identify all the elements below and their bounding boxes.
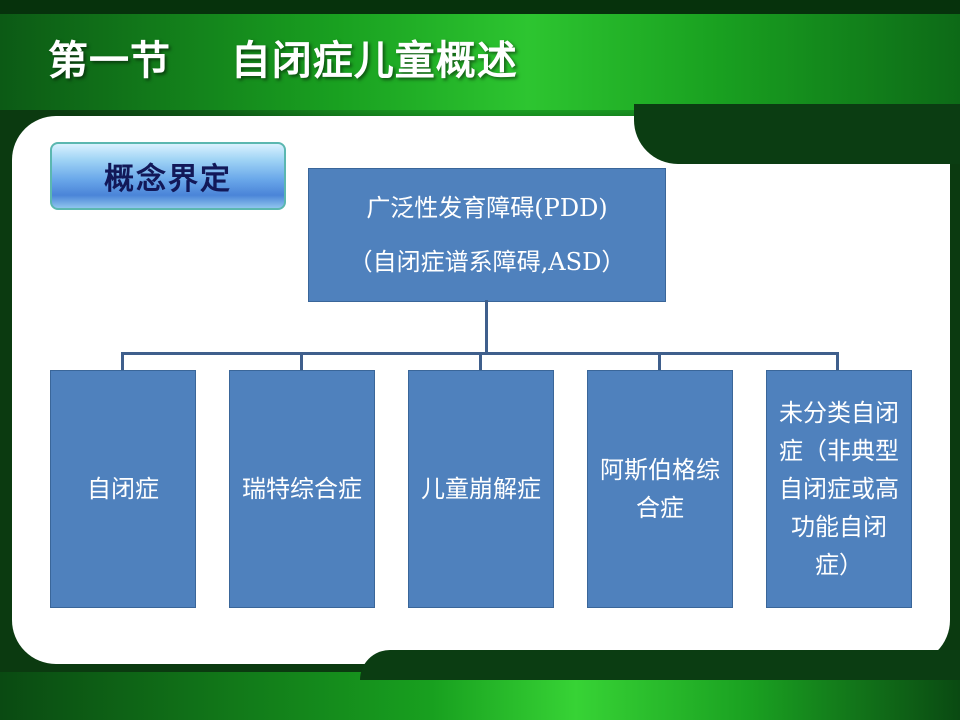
connector-child-2	[300, 352, 303, 370]
child-label: 阿斯伯格综合症	[600, 456, 720, 522]
section-label-text: 概念界定	[104, 162, 232, 197]
connector-child-3	[479, 352, 482, 370]
tree-root-node: 广泛性发育障碍(PDD) （自闭症谱系障碍,ASD）	[308, 168, 666, 302]
child-label: 儿童崩解症	[421, 475, 541, 503]
tree-child-cdd: 儿童崩解症	[408, 370, 554, 608]
title-band	[0, 14, 960, 110]
panel-notch	[634, 104, 960, 164]
root-line-1: 广泛性发育障碍(PDD)	[366, 194, 608, 222]
root-line-2: （自闭症谱系障碍,ASD）	[348, 248, 626, 276]
connector-child-4	[658, 352, 661, 370]
tree-child-pdd-nos: 未分类自闭症（非典型自闭症或高功能自闭症）	[766, 370, 912, 608]
tree-child-rett: 瑞特综合症	[229, 370, 375, 608]
bottom-band	[0, 672, 960, 720]
top-stripe	[0, 0, 960, 14]
section-label: 概念界定	[50, 142, 286, 210]
child-label: 瑞特综合症	[242, 475, 362, 503]
child-label: 未分类自闭症（非典型自闭症或高功能自闭症）	[779, 399, 899, 579]
tree-child-autism: 自闭症	[50, 370, 196, 608]
connector-root-stem	[485, 300, 488, 354]
connector-child-5	[836, 352, 839, 370]
connector-child-1	[121, 352, 124, 370]
child-label: 自闭症	[87, 475, 159, 503]
panel-bottom-notch	[360, 650, 960, 680]
slide-title: 第一节 自闭症儿童概述	[48, 38, 518, 84]
tree-child-asperger: 阿斯伯格综合症	[587, 370, 733, 608]
